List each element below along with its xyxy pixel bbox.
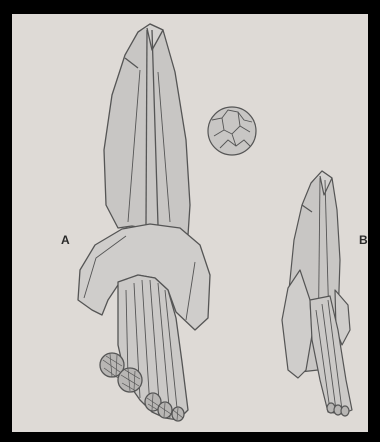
figure-label-b: B [359,233,368,247]
circle-cross-section-icon [208,107,256,155]
structure-b [282,171,352,416]
structure-a [78,24,210,421]
figure-label-a: A [61,233,70,247]
fiber-end [341,406,349,416]
